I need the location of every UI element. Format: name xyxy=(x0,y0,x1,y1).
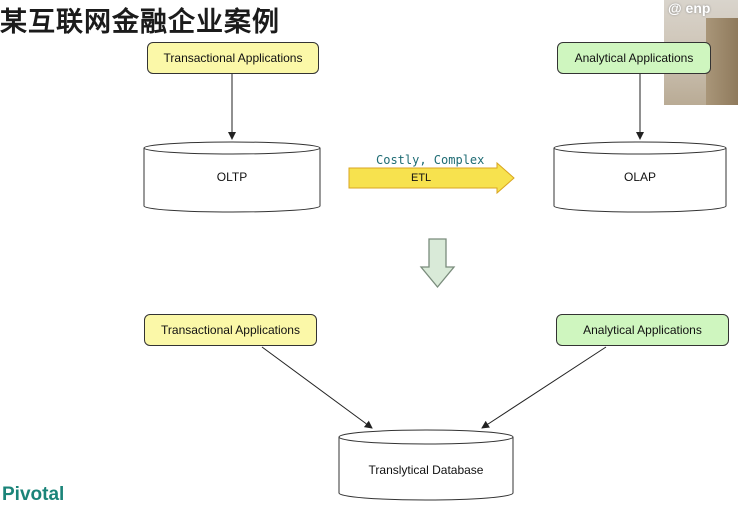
oltp-database-icon xyxy=(143,141,321,213)
translytical-database-icon xyxy=(338,429,514,501)
olap-label: OLAP xyxy=(623,170,656,184)
top-analytical-applications-box: Analytical Applications xyxy=(557,42,711,74)
top-transactional-applications-box: Transactional Applications xyxy=(147,42,319,74)
connector-bottom-right xyxy=(481,346,607,429)
down-arrow-icon xyxy=(419,238,456,289)
etl-note: Costly, Complex xyxy=(376,153,485,167)
watermark: @ enp xyxy=(668,0,711,16)
connector-bottom-left xyxy=(261,346,373,429)
bottom-transactional-applications-box: Transactional Applications xyxy=(144,314,317,346)
translytical-label: Translytical Database xyxy=(368,463,484,477)
etl-arrow-icon xyxy=(348,161,515,195)
webcam-presenter xyxy=(706,18,738,105)
oltp-label: OLTP xyxy=(216,170,248,184)
pivotal-logo: Pivotal xyxy=(2,484,65,505)
page-title: 某互联网金融企业案例 xyxy=(0,7,280,38)
olap-database-icon xyxy=(553,141,727,213)
etl-label: ETL xyxy=(411,172,432,184)
bottom-analytical-applications-box: Analytical Applications xyxy=(556,314,729,346)
